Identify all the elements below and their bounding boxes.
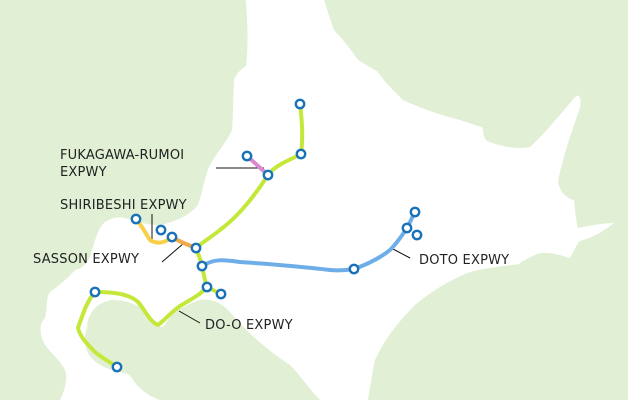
label-fukagawa-rumoi-line2: EXPWY [60, 165, 107, 180]
sasson-leader [161, 242, 185, 263]
interchange-icon[interactable] [295, 148, 307, 160]
route-doto-expwy [200, 210, 417, 273]
label-shiribeshi-expwy[interactable]: SHIRIBESHI EXPWY [60, 198, 187, 213]
label-doto-expwy[interactable]: DOTO EXPWY [419, 253, 510, 268]
doto-leader [392, 248, 411, 259]
interchange-icon[interactable] [411, 229, 423, 241]
interchange-icon[interactable] [262, 169, 274, 181]
uchiura-bay [87, 299, 321, 400]
interchange-icon[interactable] [409, 206, 421, 218]
interchange-markers [89, 98, 423, 373]
interchange-icon[interactable] [190, 242, 202, 254]
interchange-icon[interactable] [201, 281, 213, 293]
interchange-icon[interactable] [130, 213, 142, 225]
label-sasson-expwy[interactable]: SASSON EXPWY [33, 252, 140, 267]
do-o-leader [178, 310, 201, 324]
interchange-icon[interactable] [241, 150, 253, 162]
route-do-o-expwy-south [76, 285, 209, 369]
label-fukagawa-rumoi-line1: FUKAGAWA-RUMOI [60, 148, 185, 163]
interchange-icon[interactable] [401, 222, 413, 234]
interchange-icon[interactable] [294, 98, 306, 110]
label-do-o-expwy[interactable]: DO-O EXPWY [205, 318, 293, 333]
leader-lines [151, 167, 411, 324]
interchange-icon[interactable] [166, 231, 178, 243]
hokkaido-landmass [40, 0, 614, 400]
pacific-sea [368, 257, 628, 400]
interchange-icon[interactable] [215, 288, 227, 300]
interchange-icon[interactable] [111, 361, 123, 373]
interchange-icon[interactable] [89, 286, 101, 298]
interchange-icon[interactable] [155, 224, 167, 236]
interchange-icon[interactable] [348, 263, 360, 275]
route-shiribeshi-expwy [134, 217, 174, 245]
interchange-icon[interactable] [196, 260, 208, 272]
label-fukagawa-rumoi-expwy[interactable]: FUKAGAWA-RUMOI EXPWY [60, 147, 184, 181]
